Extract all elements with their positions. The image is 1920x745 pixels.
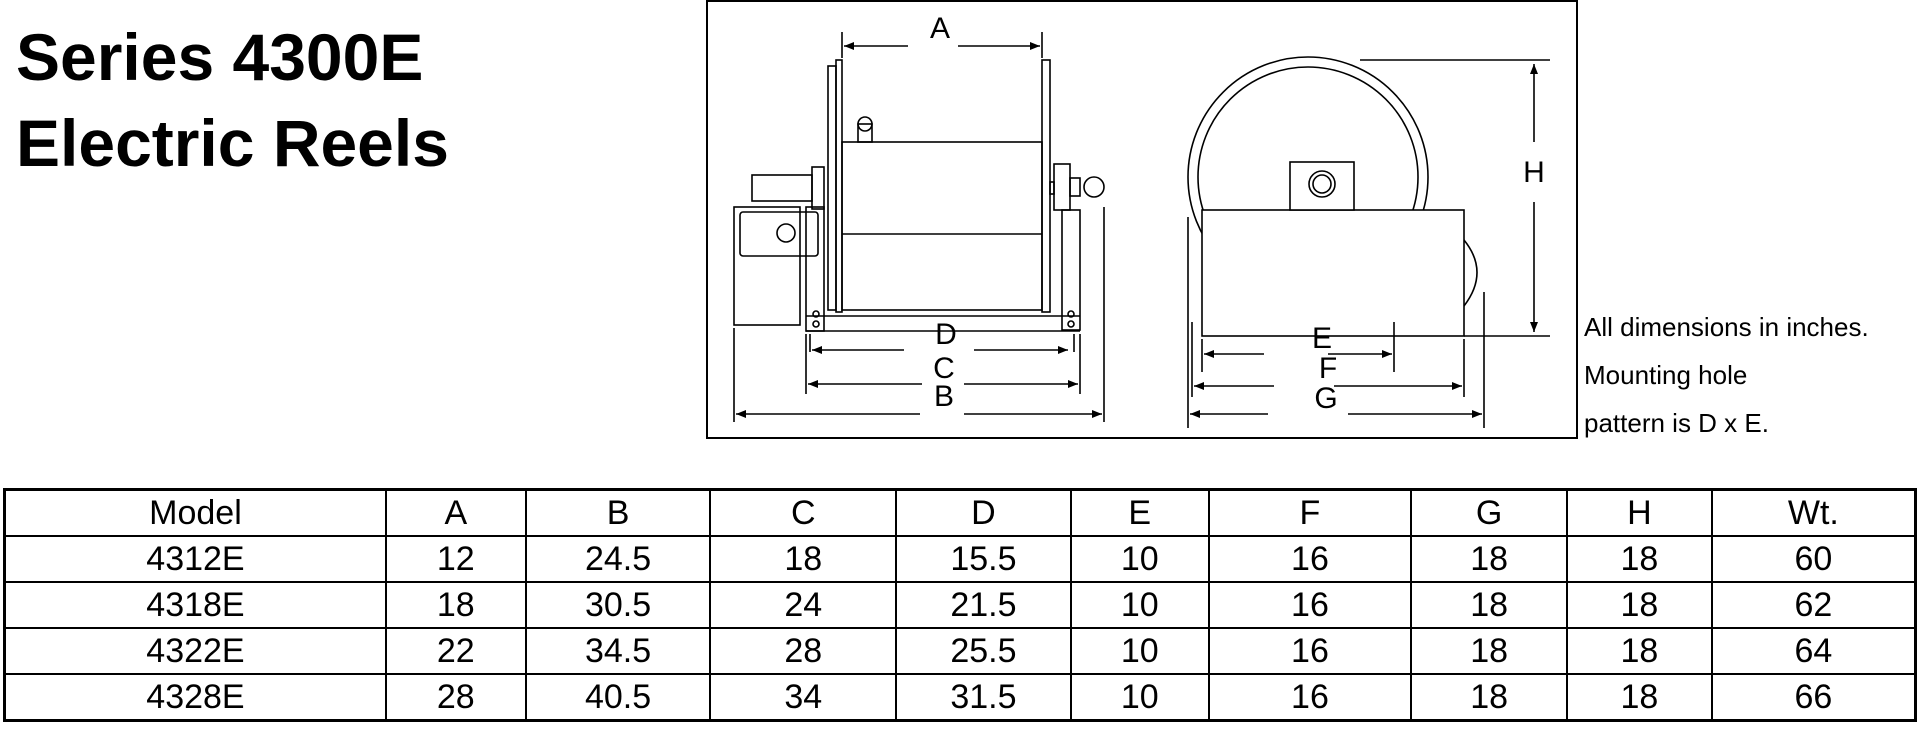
note-line-2: Mounting hole xyxy=(1584,360,1748,390)
cell-h: 18 xyxy=(1566,673,1713,722)
header-h: H xyxy=(1566,488,1713,537)
cell-weight: 60 xyxy=(1710,535,1917,583)
label-b: B xyxy=(934,380,954,413)
header-weight: Wt. xyxy=(1710,488,1917,537)
label-a: A xyxy=(930,12,950,45)
label-g: G xyxy=(1314,382,1337,415)
header-a: A xyxy=(384,488,527,537)
note-line-3: pattern is D x E. xyxy=(1584,408,1769,438)
cell-f: 16 xyxy=(1207,673,1413,722)
cell-a: 22 xyxy=(384,627,527,675)
cell-h: 18 xyxy=(1566,535,1713,583)
motor-cap xyxy=(1463,239,1478,307)
table-row: 4322E 22 34.5 28 25.5 10 16 18 18 64 xyxy=(3,627,1917,675)
cell-b: 34.5 xyxy=(524,627,712,675)
motor-body xyxy=(751,174,813,202)
cell-g: 18 xyxy=(1410,673,1568,722)
table-header-row: Model A B C D E F G H Wt. xyxy=(3,488,1917,537)
header-e: E xyxy=(1069,488,1210,537)
left-flange xyxy=(827,65,837,311)
header-f: F xyxy=(1207,488,1413,537)
cell-model: 4322E xyxy=(3,627,387,675)
cell-c: 28 xyxy=(709,627,898,675)
cell-g: 18 xyxy=(1410,535,1568,583)
drum xyxy=(841,141,1043,311)
cell-b: 40.5 xyxy=(524,673,712,722)
cell-g: 18 xyxy=(1410,581,1568,629)
cell-b: 30.5 xyxy=(524,581,712,629)
motor-flange xyxy=(811,166,825,210)
header-g: G xyxy=(1410,488,1568,537)
cell-a: 12 xyxy=(384,535,527,583)
header-model: Model xyxy=(3,488,387,537)
cell-b: 24.5 xyxy=(524,535,712,583)
reel-drawing: A D C B xyxy=(733,12,1550,428)
table-row: 4312E 12 24.5 18 15.5 10 16 18 18 60 xyxy=(3,535,1917,583)
header-d: D xyxy=(895,488,1072,537)
specifications-table: Model A B C D E F G H Wt. 4312E 12 24.5 … xyxy=(3,488,1917,722)
cell-a: 28 xyxy=(384,673,527,722)
reel-hub xyxy=(1289,161,1355,211)
label-f: F xyxy=(1319,352,1337,385)
cell-d: 15.5 xyxy=(895,535,1072,583)
header-b: B xyxy=(524,488,712,537)
cell-d: 31.5 xyxy=(895,673,1072,722)
table-row: 4318E 18 30.5 24 21.5 10 16 18 18 62 xyxy=(3,581,1917,629)
cell-weight: 66 xyxy=(1710,673,1917,722)
header-c: C xyxy=(709,488,898,537)
gear-housing xyxy=(739,211,819,257)
cell-f: 16 xyxy=(1207,535,1413,583)
dimension-diagram: A D C B xyxy=(706,0,1578,439)
cell-d: 21.5 xyxy=(895,581,1072,629)
reel-base xyxy=(1201,209,1465,337)
right-frame xyxy=(1061,209,1081,331)
note-line-1: All dimensions in inches. xyxy=(1584,312,1869,342)
title-line-2: Electric Reels xyxy=(16,106,449,180)
cell-e: 10 xyxy=(1069,673,1210,722)
title-line-1: Series 4300E xyxy=(16,20,424,94)
gear-hole xyxy=(776,223,796,243)
side-view xyxy=(733,32,1105,422)
cell-model: 4318E xyxy=(3,581,387,629)
page-title: Series 4300E Electric Reels xyxy=(16,14,449,186)
cell-f: 16 xyxy=(1207,581,1413,629)
table-row: 4328E 28 40.5 34 31.5 10 16 18 18 66 xyxy=(3,673,1917,722)
cell-h: 18 xyxy=(1566,627,1713,675)
right-flange xyxy=(1041,59,1051,313)
cell-weight: 64 xyxy=(1710,627,1917,675)
cell-d: 25.5 xyxy=(895,627,1072,675)
label-h: H xyxy=(1523,156,1545,189)
cell-h: 18 xyxy=(1566,581,1713,629)
cell-c: 34 xyxy=(709,673,898,722)
gearbox xyxy=(733,206,801,326)
left-frame xyxy=(805,206,825,332)
end-view xyxy=(1187,56,1550,428)
cell-g: 18 xyxy=(1410,627,1568,675)
dimensions-note: All dimensions in inches. Mounting hole … xyxy=(1584,303,1869,447)
cell-model: 4328E xyxy=(3,673,387,722)
cell-a: 18 xyxy=(384,581,527,629)
label-e: E xyxy=(1312,322,1332,355)
cell-f: 16 xyxy=(1207,627,1413,675)
cell-e: 10 xyxy=(1069,581,1210,629)
cell-model: 4312E xyxy=(3,535,387,583)
cell-c: 18 xyxy=(709,535,898,583)
label-c: C xyxy=(933,352,955,385)
cell-e: 10 xyxy=(1069,627,1210,675)
label-d: D xyxy=(935,318,957,351)
cell-c: 24 xyxy=(709,581,898,629)
cell-e: 10 xyxy=(1069,535,1210,583)
cell-weight: 62 xyxy=(1710,581,1917,629)
